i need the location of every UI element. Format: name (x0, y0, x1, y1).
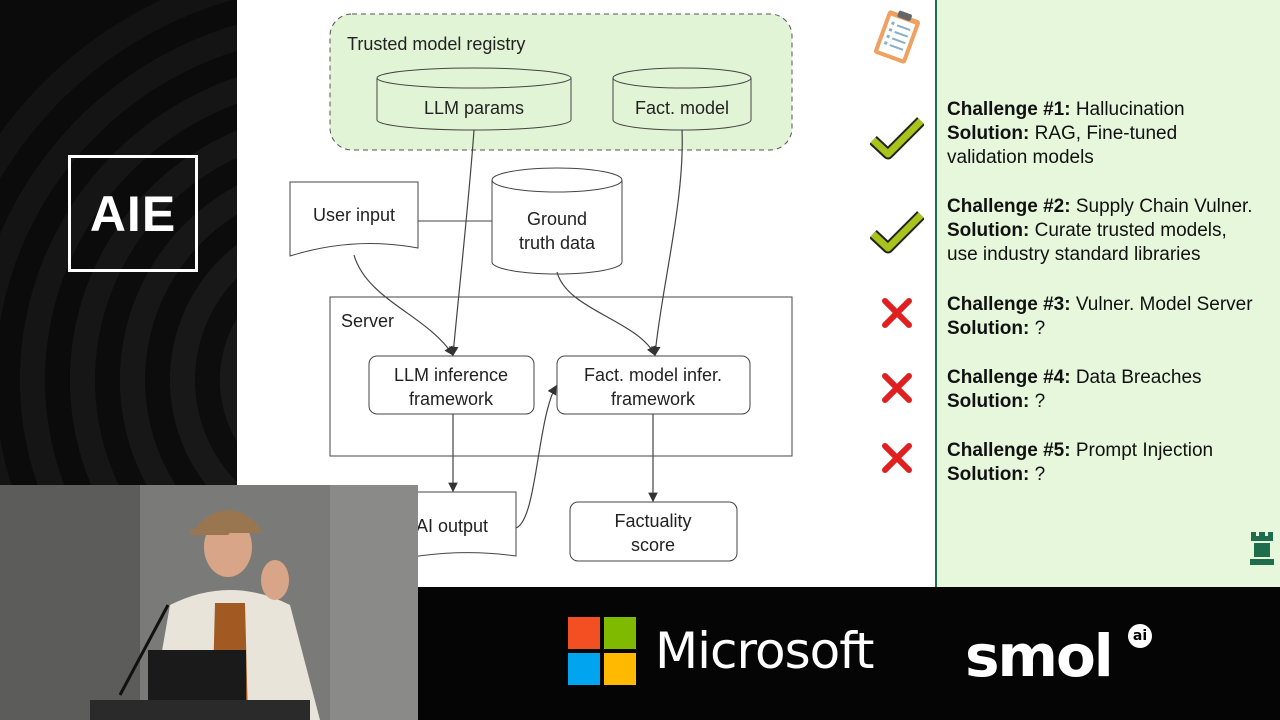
cross-icon (882, 443, 912, 473)
challenge-1-solution-label: Solution: (947, 123, 1030, 144)
challenge-3-name: Vulner. Model Server (1075, 294, 1253, 315)
aie-logo: AIE (68, 155, 198, 272)
challenge-4-solution-label: Solution: (947, 391, 1030, 412)
challenge-3-solution-1: ? (1034, 318, 1046, 339)
challenge-5-solution-1: ? (1034, 464, 1046, 485)
chess-rook-icon (1250, 532, 1274, 565)
challenge-1-solution-2: validation models (947, 147, 1094, 168)
challenge-4-solution-1: ? (1034, 391, 1046, 412)
checkmark-icon (870, 117, 924, 160)
factuality-label-2: score (631, 535, 675, 555)
llm-params-cylinder: LLM params (376, 67, 572, 131)
challenge-4-title: Challenge #4: (947, 367, 1071, 388)
challenge-3-title: Challenge #3: (947, 294, 1071, 315)
challenge-2-solution-2: use industry standard libraries (947, 244, 1201, 265)
llm-params-label: LLM params (424, 98, 524, 118)
challenge-4: Challenge #4: Data Breaches Solution: ? (947, 366, 1202, 414)
challenge-2-solution-1: Curate trusted models, (1034, 220, 1227, 241)
microsoft-wordmark: Microsoft (655, 622, 875, 680)
fact-model-label: Fact. model (635, 98, 729, 118)
server-label: Server (341, 311, 394, 331)
llm-inference-label-2: framework (409, 389, 494, 409)
cross-icon (882, 298, 912, 328)
challenges-panel: Challenge #1: Hallucination Solution: RA… (935, 0, 1280, 587)
speaker-video (0, 485, 418, 720)
speaker-scene (0, 485, 418, 720)
clipboard-icon (874, 10, 920, 64)
ai-output-label: AI output (416, 516, 488, 536)
factuality-label-1: Factuality (614, 511, 691, 531)
challenge-2-solution-label: Solution: (947, 220, 1030, 241)
cross-icon (882, 373, 912, 403)
ground-truth-label-1: Ground (527, 209, 587, 229)
challenge-2: Challenge #2: Supply Chain Vulner. Solut… (947, 195, 1253, 267)
challenge-3-solution-label: Solution: (947, 318, 1030, 339)
aie-logo-text: AIE (89, 185, 177, 242)
user-input-label: User input (313, 205, 395, 225)
challenge-5-title: Challenge #5: (947, 440, 1071, 461)
challenge-3: Challenge #3: Vulner. Model Server Solut… (947, 293, 1253, 341)
challenge-2-name: Supply Chain Vulner. (1075, 196, 1253, 217)
challenge-5: Challenge #5: Prompt Injection Solution:… (947, 439, 1213, 487)
smol-wordmark: smol (965, 622, 1114, 690)
fact-model-cylinder: Fact. model (612, 67, 752, 131)
diagram-arrows (353, 129, 683, 529)
challenge-4-name: Data Breaches (1075, 367, 1202, 388)
challenge-1-name: Hallucination (1075, 99, 1185, 120)
challenge-1-solution-1: RAG, Fine-tuned (1034, 123, 1178, 144)
fact-inference-label-2: framework (611, 389, 696, 409)
architecture-diagram: Trusted model registry LLM params Fact. … (289, 13, 793, 571)
challenge-1: Challenge #1: Hallucination Solution: RA… (947, 98, 1185, 170)
ground-truth-label-2: truth data (519, 233, 596, 253)
challenge-5-solution-label: Solution: (947, 464, 1030, 485)
fact-inference-label-1: Fact. model infer. (584, 365, 722, 385)
llm-inference-label-1: LLM inference (394, 365, 508, 385)
challenge-1-title: Challenge #1: (947, 99, 1071, 120)
ground-truth-cylinder: Ground truth data (491, 167, 623, 275)
challenge-5-name: Prompt Injection (1075, 440, 1214, 461)
registry-label: Trusted model registry (347, 34, 525, 54)
smol-ai-badge: ai (1128, 624, 1152, 648)
user-input-shape (289, 181, 419, 257)
microsoft-logo-icon (568, 617, 636, 685)
checkmark-icon (870, 211, 924, 254)
challenge-2-title: Challenge #2: (947, 196, 1071, 217)
